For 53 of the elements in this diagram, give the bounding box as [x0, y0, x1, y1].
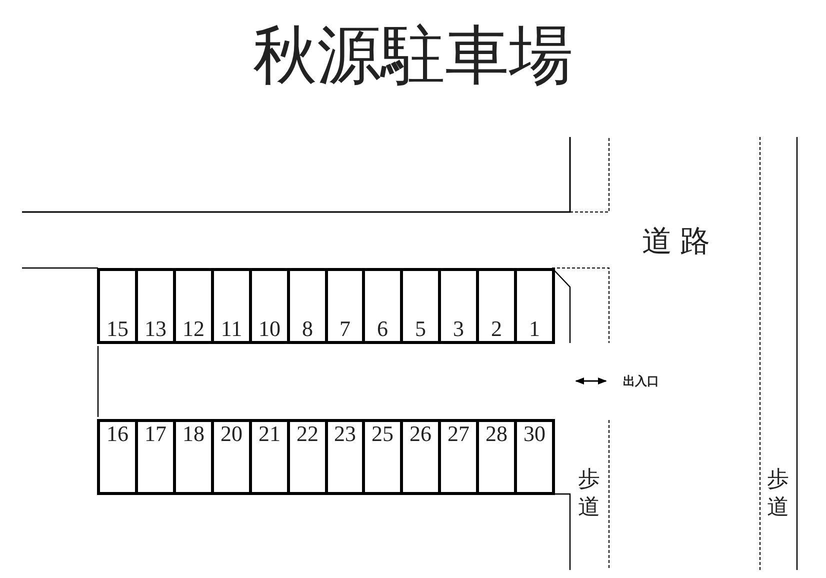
stall-number: 11: [220, 317, 242, 341]
parking-stall: [325, 419, 365, 495]
parking-stall: [514, 419, 555, 495]
stall-number: 26: [410, 422, 432, 446]
stall-number: 10: [258, 317, 280, 341]
stall-number: 17: [144, 422, 166, 446]
stall-number: 2: [491, 317, 502, 341]
entrance-label: 出入口: [623, 373, 659, 389]
parking-stall: [249, 268, 290, 344]
stall-number: 27: [448, 422, 470, 446]
stall-number: 30: [524, 422, 546, 446]
stall-number: 15: [106, 317, 128, 341]
stall-number: 12: [182, 317, 204, 341]
parking-stall: [400, 419, 441, 495]
stall-number: 20: [220, 422, 242, 446]
parking-stall: [287, 268, 328, 344]
parking-stall: [362, 419, 403, 495]
parking-stall: [362, 268, 403, 344]
stall-number: 22: [296, 422, 318, 446]
parking-stall: [476, 268, 517, 344]
stall-number: 5: [415, 317, 426, 341]
stall-number: 7: [340, 317, 350, 341]
sidewalk-label: 歩道: [767, 466, 790, 522]
stall-number: 23: [334, 422, 356, 446]
sidewalk-label: 歩道: [578, 466, 601, 522]
parking-stall: [438, 419, 479, 495]
parking-stall: [97, 419, 138, 495]
stall-number: 28: [486, 422, 508, 446]
stall-number: 3: [453, 317, 464, 341]
stall-number: 1: [529, 317, 540, 341]
stall-number: 18: [182, 422, 204, 446]
parking-stall: [97, 268, 138, 344]
parking-stall: [400, 268, 441, 344]
parking-stall: [325, 268, 365, 344]
parking-stall: [514, 268, 555, 344]
parking-stall: [287, 419, 328, 495]
stall-number: 8: [302, 317, 313, 341]
parking-stall: [438, 268, 479, 344]
parking-stall: [173, 268, 214, 344]
parking-stall: [135, 268, 176, 344]
stall-number: 13: [144, 317, 166, 341]
parking-stall: [211, 268, 252, 344]
stall-number: 6: [377, 317, 388, 341]
stall-number: 25: [372, 422, 394, 446]
road-label: 道路: [642, 223, 718, 261]
title: 秋源駐車場: [252, 18, 574, 95]
parking-stall: [476, 419, 517, 495]
stall-number: 21: [258, 422, 280, 446]
parking-stall: [249, 419, 290, 495]
stall-number: 16: [106, 422, 128, 446]
parking-stall: [211, 419, 252, 495]
parking-stall: [173, 419, 214, 495]
parking-stall: [135, 419, 176, 495]
